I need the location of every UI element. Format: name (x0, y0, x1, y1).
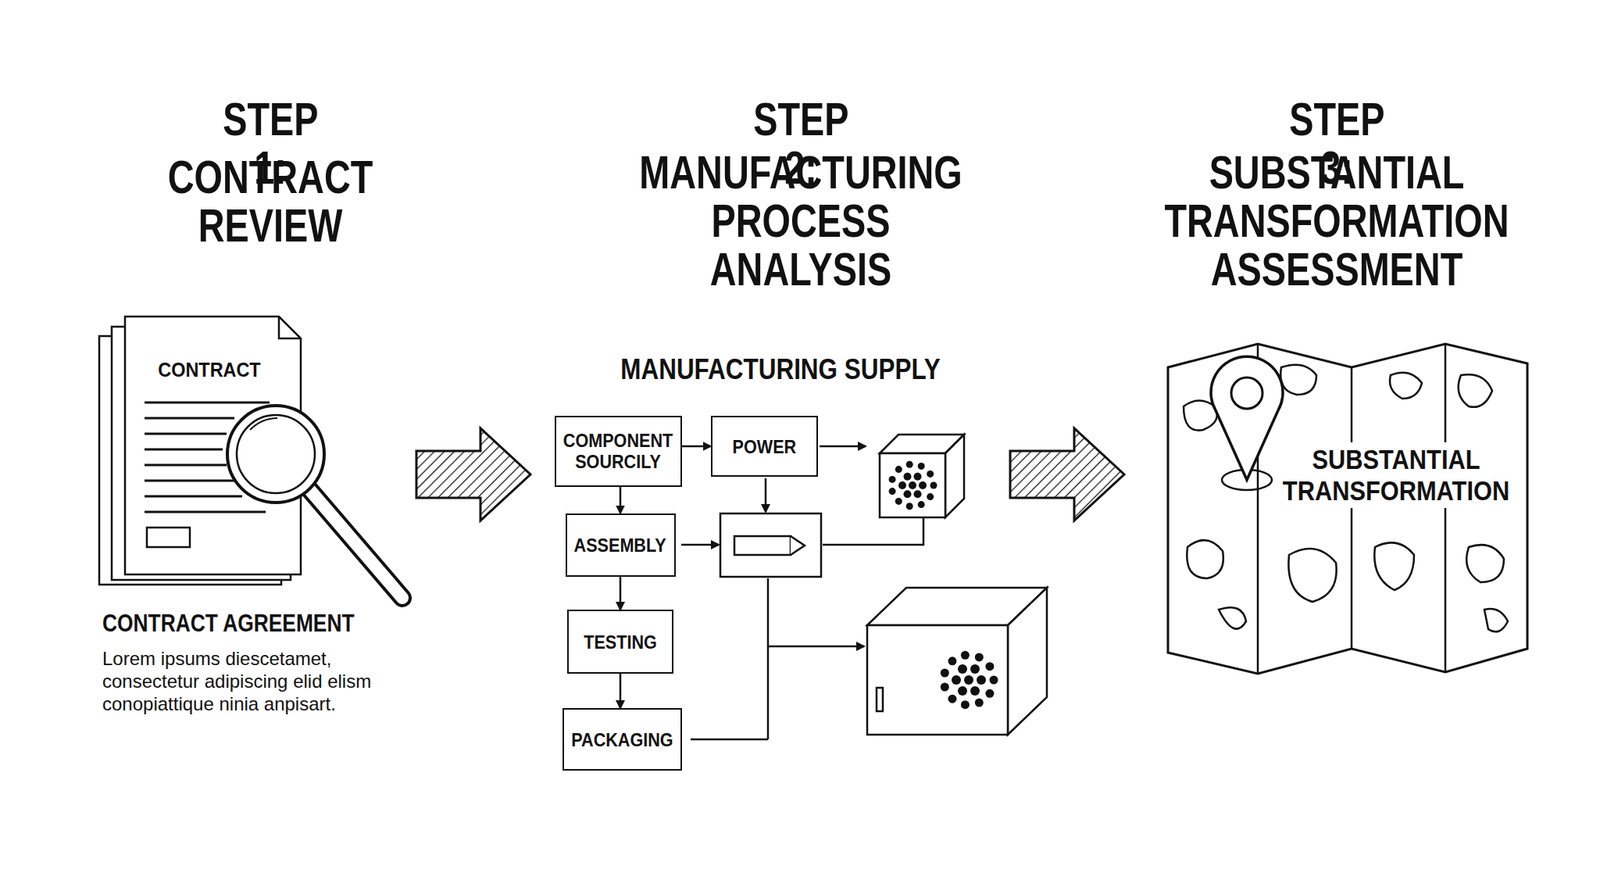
step-heading: MANUFACTURING PROCESS ANALYSIS (639, 148, 962, 294)
vent-dot (975, 652, 984, 661)
vent-dot (985, 661, 994, 671)
vent-dot (948, 656, 958, 665)
process-box: COMPONENT SOURCILY (554, 415, 683, 487)
vent-dot (989, 675, 999, 685)
box-text: ASSEMBLY (574, 534, 667, 556)
vent-dot (930, 482, 938, 490)
step-heading: SUBSTANTIAL TRANSFORMATION ASSESSMENT (1164, 148, 1509, 294)
box-text: POWER (732, 435, 797, 458)
vent-dot (914, 472, 922, 481)
vent-dot (926, 470, 934, 478)
vent-dot (926, 492, 934, 500)
hatched-arrow (416, 428, 531, 521)
vent-dot (957, 685, 968, 696)
vent-dot (940, 682, 950, 692)
process-box: PACKAGING (562, 707, 683, 771)
box-text: TESTING (583, 631, 658, 653)
vent-dot (940, 668, 950, 678)
box-text: PACKAGING (571, 728, 673, 750)
vent-dot (976, 675, 986, 685)
text-label: MANUFACTURING SUPPLY (620, 353, 940, 386)
vent-dot (975, 698, 984, 708)
vent-dot (889, 487, 897, 495)
vent-dot (898, 481, 907, 490)
vent-dot (957, 664, 968, 674)
location-pin (1210, 356, 1283, 490)
part-box (720, 513, 822, 577)
vent-dot (903, 489, 912, 498)
text-label: CONTRACT (157, 357, 261, 382)
vent-dot (960, 700, 970, 709)
vent-dot (917, 462, 925, 470)
process-box: POWER (710, 415, 818, 477)
vent-dot (948, 694, 958, 704)
process-box: ASSEMBLY (565, 513, 676, 577)
big-unit (867, 587, 1047, 735)
vent-dot (906, 460, 914, 468)
text-label: SUBSTANTIAL TRANSFORMATION (1278, 442, 1515, 508)
folded-map (1167, 343, 1528, 674)
hatched-arrow (1010, 428, 1125, 521)
vent-dot (951, 675, 961, 685)
process-box: TESTING (567, 609, 674, 674)
vent-dot (918, 481, 927, 490)
vent-dot (895, 465, 903, 473)
vent-dot (970, 664, 980, 674)
box-text: COMPONENT SOURCILY (563, 429, 673, 472)
vent-dot (903, 472, 912, 481)
vent-dot (906, 502, 914, 510)
flow-arrow (682, 445, 711, 448)
magnifier (227, 405, 403, 598)
vent-dot (970, 685, 980, 696)
vent-dot (985, 689, 994, 698)
vent-dot (960, 650, 970, 660)
vent-dot (914, 489, 922, 498)
vent-dot (964, 675, 974, 685)
flow-arrow (619, 673, 622, 708)
step-heading: CONTRACT REVIEW (167, 153, 374, 250)
vent-dot (908, 481, 917, 490)
flow-arrow (619, 576, 622, 611)
vent-dot (895, 497, 903, 505)
vent-dot (889, 475, 897, 483)
text-label: Lorem ipsums diescetamet, consectetur ad… (102, 646, 376, 715)
small-cube (879, 434, 965, 518)
flow-arrow (619, 486, 622, 514)
vent-dot (917, 500, 925, 508)
text-label: CONTRACT AGREEMENT (102, 609, 355, 638)
